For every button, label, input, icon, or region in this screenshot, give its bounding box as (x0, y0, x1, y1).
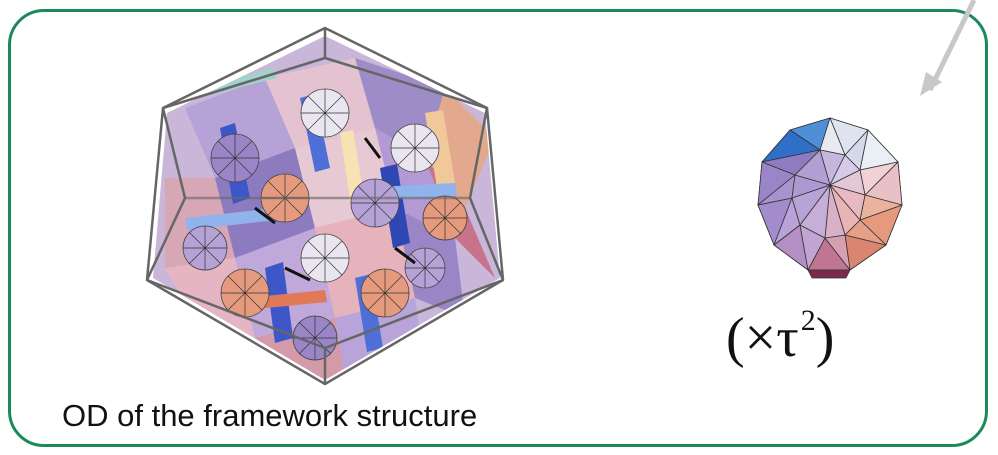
small-polyhedron-icon (757, 117, 903, 279)
scale-prefix: (×τ (726, 307, 799, 369)
scale-suffix: ) (815, 307, 835, 369)
scale-factor-label: (×τ2) (726, 304, 834, 370)
framework-occupation-domain-icon (145, 26, 505, 386)
figure-caption: OD of the framework structure (62, 398, 478, 433)
scale-exponent: 2 (800, 304, 816, 337)
pointer-arrow-icon (920, 0, 977, 96)
